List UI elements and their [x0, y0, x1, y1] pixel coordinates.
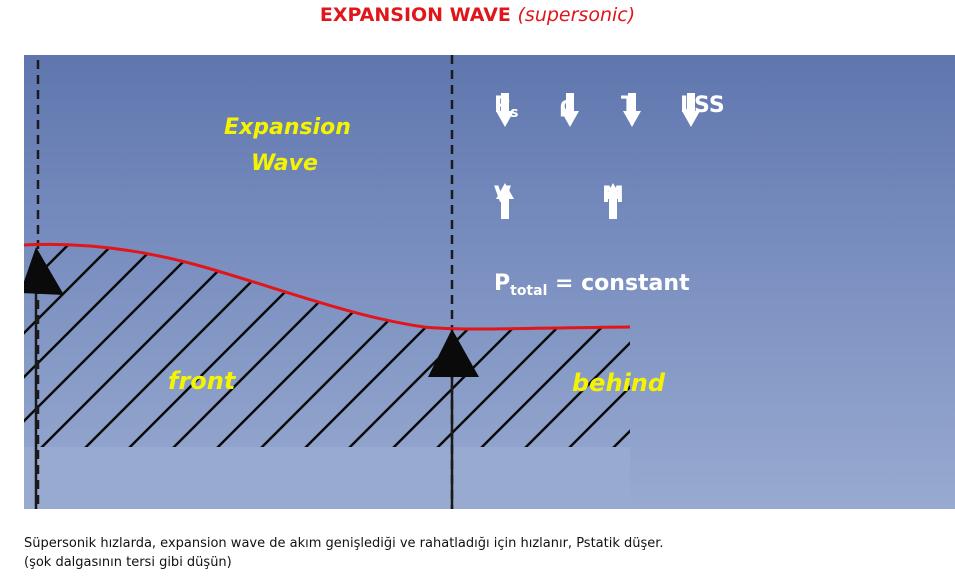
arrow-up-icon	[604, 183, 622, 219]
hatch-line	[728, 209, 955, 509]
static-pressure-property: Ps	[494, 93, 518, 127]
caption-line-2: (şok dalgasının tersi gibi düşün)	[24, 555, 232, 570]
hatch-line	[948, 209, 955, 509]
wave-label: Wave	[251, 151, 318, 176]
rear-arrowhead-icon	[428, 329, 479, 377]
arrow-down-icon	[561, 93, 579, 127]
mach-property: M	[602, 183, 624, 219]
front-label: front	[168, 367, 236, 395]
hatch-line	[772, 209, 955, 509]
density-property: ρ	[559, 93, 579, 127]
lss-property: LSS	[680, 93, 725, 127]
hatch-line	[24, 244, 193, 509]
diagram-svg	[24, 55, 955, 509]
caption-line-1: Süpersonik hızlarda, expansion wave de a…	[24, 536, 664, 551]
hatch-line	[24, 244, 105, 509]
hatch-line	[816, 209, 955, 509]
expansion-label: Expansion	[224, 115, 351, 140]
temperature-property: T	[621, 93, 641, 127]
hatch-line	[640, 209, 940, 509]
diagram-title: EXPANSION WAVE (supersonic)	[0, 4, 955, 26]
arrow-down-icon	[682, 93, 700, 127]
hatch-line	[595, 244, 630, 509]
caption: Süpersonik hızlarda, expansion wave de a…	[24, 534, 664, 572]
hatch-line	[24, 244, 149, 509]
velocity-property: V	[494, 183, 514, 219]
hatch-region	[24, 209, 955, 509]
arrow-up-icon	[496, 183, 514, 219]
front-arrowhead-icon	[24, 247, 64, 295]
total-pressure-property: Ptotal = constant	[494, 271, 690, 299]
behind-label: behind	[572, 369, 666, 397]
arrow-down-icon	[496, 93, 514, 127]
arrow-down-icon	[623, 93, 641, 127]
hatch-line	[684, 209, 955, 509]
hatch-line	[860, 209, 955, 509]
title-subtitle: (supersonic)	[517, 4, 636, 26]
hatch-line	[904, 209, 955, 509]
title-main: EXPANSION WAVE	[319, 4, 511, 26]
surface-curve	[24, 242, 631, 331]
diagram-panel: Expansion Wave front behind Ps ρ T LSS V…	[24, 55, 955, 509]
